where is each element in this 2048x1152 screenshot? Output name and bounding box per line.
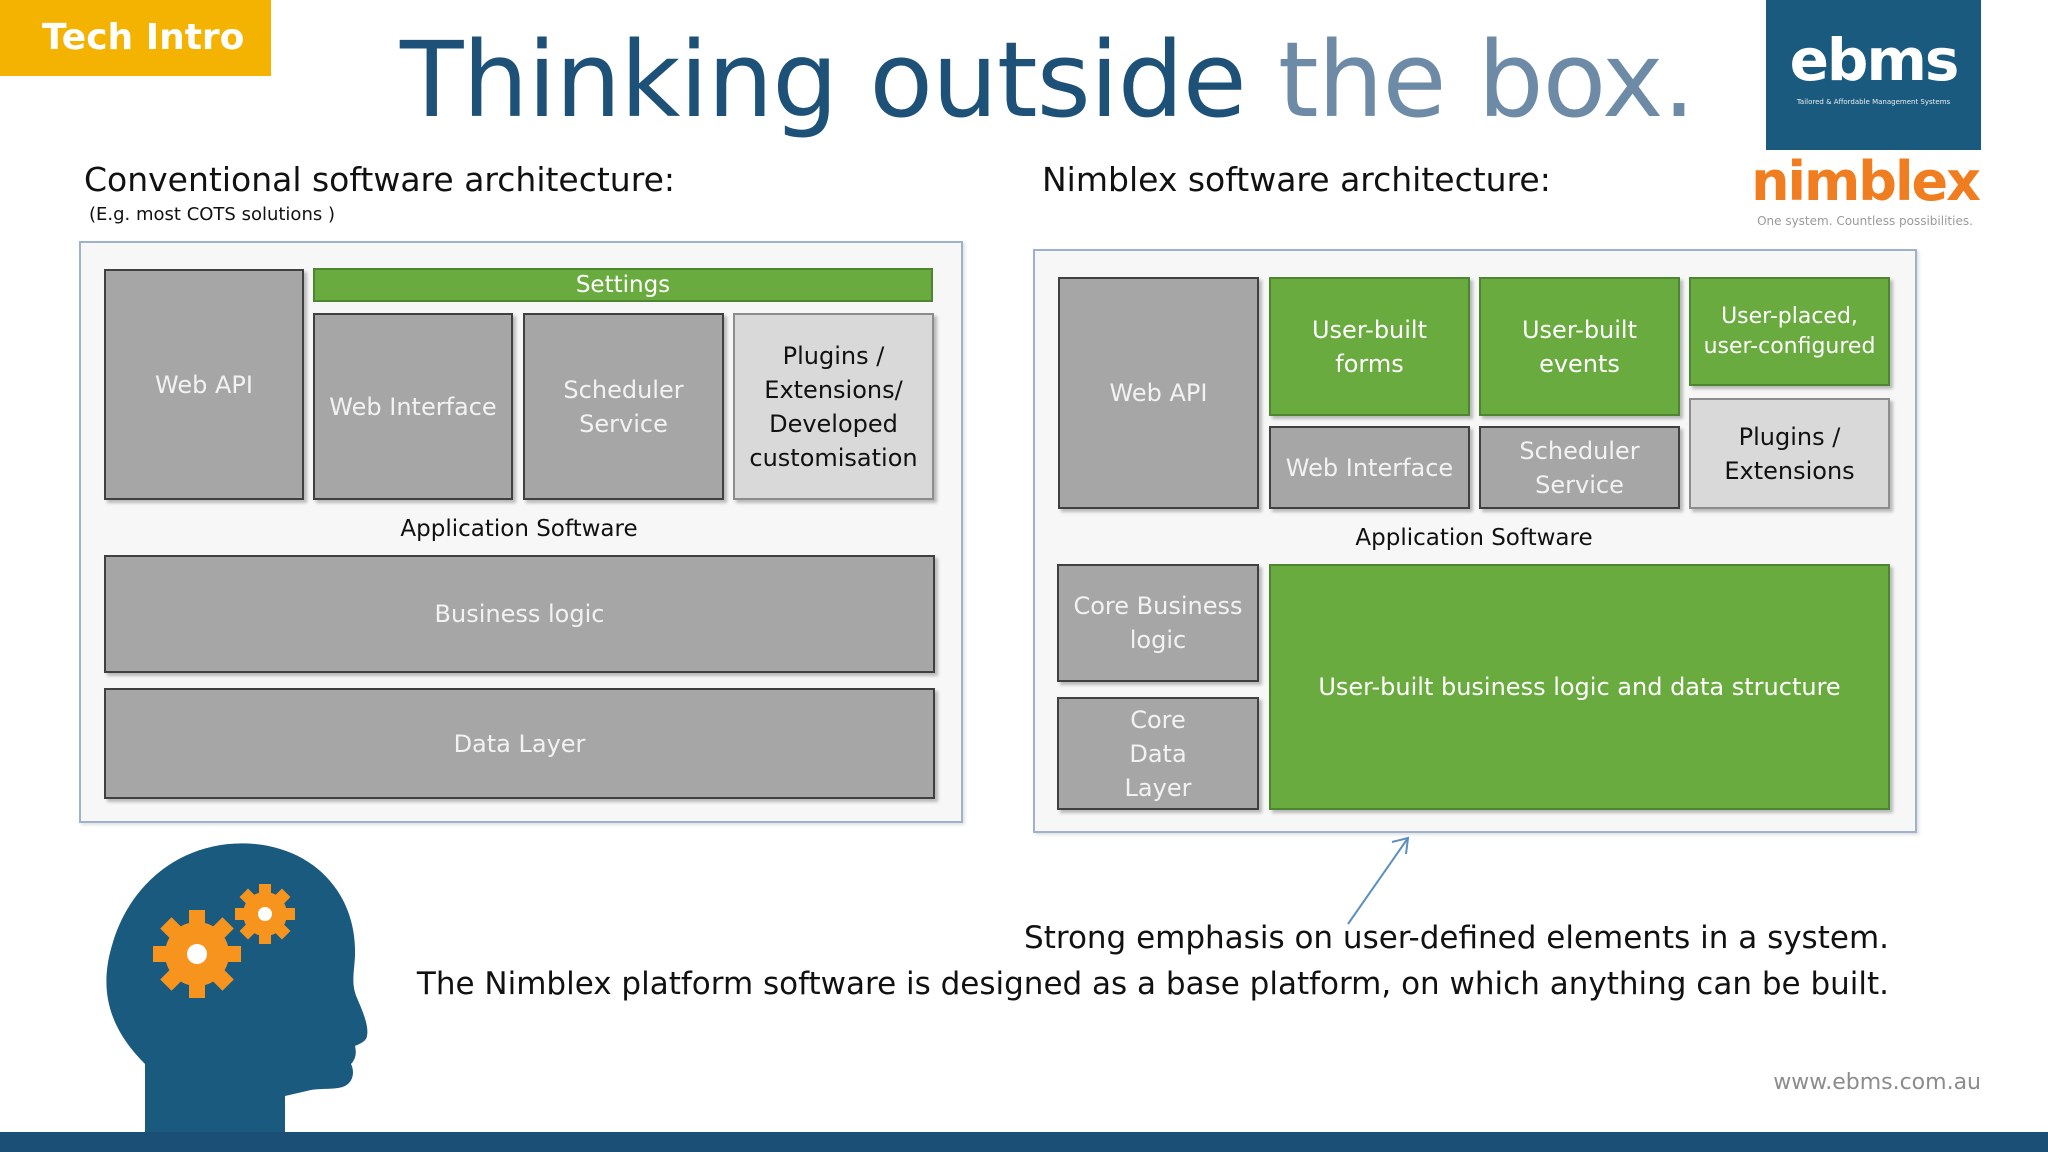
conventional-subheading: (E.g. most COTS solutions ) [89,204,335,225]
nimblex-logo-word: nimblex [1751,150,1981,213]
tech-intro-tag: Tech Intro [0,0,271,76]
nim-user-placed-block: User-placed, user-configured [1689,277,1890,386]
nim-web-interface-block: Web Interface [1269,426,1470,509]
footer-bar [0,1132,2048,1152]
ebms-logo: ebms Tailored & Affordable Management Sy… [1766,0,1981,150]
nim-scheduler-block: Scheduler Service [1479,426,1680,509]
website-url: www.ebms.com.au [1773,1070,1981,1095]
nimblex-heading: Nimblex software architecture: [1042,160,1551,199]
nim-user-business-block: User-built business logic and data struc… [1269,564,1890,810]
note-line-1: Strong emphasis on user-defined elements… [1024,920,1889,956]
conventional-heading: Conventional software architecture: [84,160,675,199]
title-part-2: the box. [1277,19,1696,141]
ebms-logo-word: ebms [1789,26,1960,94]
nimblex-logo: nimblex One system. Countless possibilit… [1750,150,1981,238]
nim-user-events-block: User-built events [1479,277,1680,416]
title-part-1: Thinking outside [400,19,1278,141]
conv-business-logic-block: Business logic [104,555,935,673]
head-gears-icon [106,843,368,1132]
nim-plugins-block: Plugins / Extensions [1689,398,1890,509]
conv-web-api-block: Web API [104,269,304,500]
nim-core-business-block: Core Business logic [1057,564,1259,682]
conv-scheduler-block: Scheduler Service [523,313,724,500]
settings-bar: Settings [313,268,933,302]
nim-app-software-label: Application Software [1355,525,1593,551]
slide-title: Thinking outside the box. [400,19,1696,141]
conv-app-software-label: Application Software [400,516,638,542]
pointer-arrow [1347,836,1410,925]
nim-web-api-block: Web API [1058,277,1259,509]
conv-web-interface-block: Web Interface [313,313,513,500]
note-line-2: The Nimblex platform software is designe… [416,966,1889,1002]
nimblex-logo-tagline: One system. Countless possibilities. [1757,214,1973,228]
nim-user-forms-block: User-built forms [1269,277,1470,416]
conv-data-layer-block: Data Layer [104,688,935,799]
ebms-logo-tagline: Tailored & Affordable Management Systems [1796,98,1951,106]
conv-plugins-block: Plugins / Extensions/ Developed customis… [733,313,934,500]
nim-core-data-block: Core Data Layer [1057,697,1259,810]
